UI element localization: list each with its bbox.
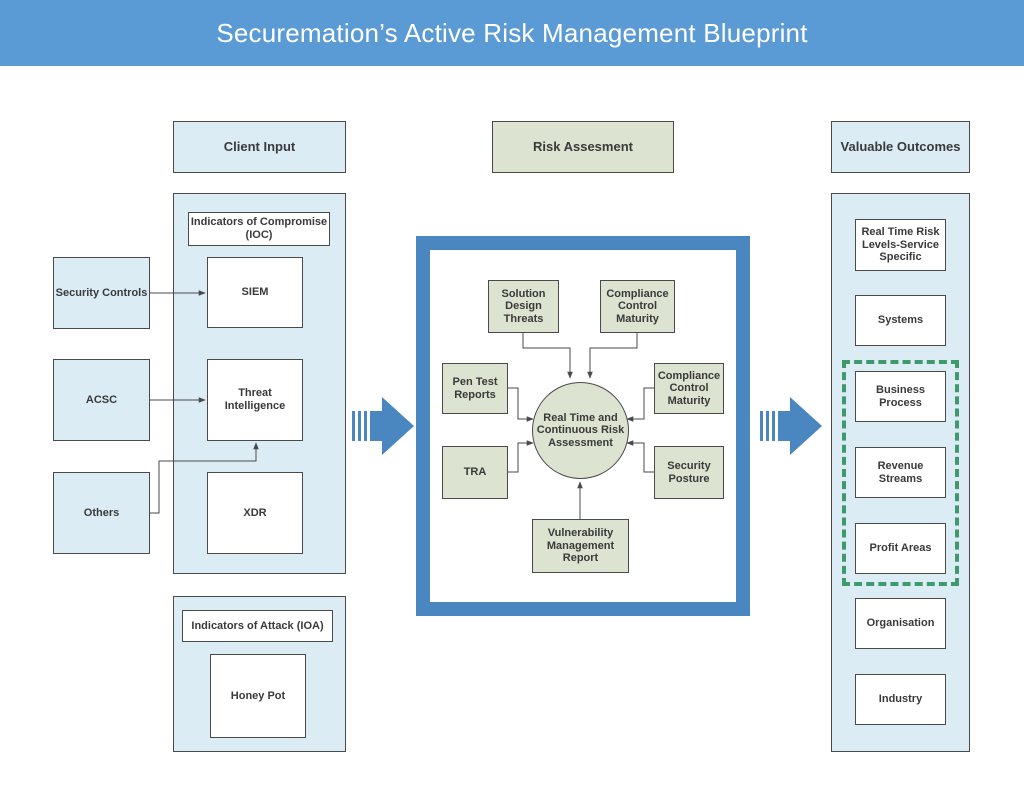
outcome-revenue-streams: Revenue Streams xyxy=(855,447,946,498)
connector-compliance-top xyxy=(587,333,638,379)
source-security-controls: Security Controls xyxy=(53,257,150,329)
title-banner: Securemation’s Active Risk Management Bl… xyxy=(0,0,1024,66)
page-title: Securemation’s Active Risk Management Bl… xyxy=(216,17,808,48)
input-pen-test-reports: Pen Test Reports xyxy=(442,363,508,414)
flow-arrow-right xyxy=(760,397,822,455)
input-compliance-control-maturity-right: Compliance Control Maturity xyxy=(654,363,724,414)
risk-assessment-center: Real Time and Continuous Risk Assessment xyxy=(532,382,629,479)
valuable-outcomes-header: Valuable Outcomes xyxy=(831,121,970,173)
input-tra: TRA xyxy=(442,446,508,499)
client-input-header: Client Input xyxy=(173,121,346,173)
input-compliance-control-maturity-top: Compliance Control Maturity xyxy=(600,280,675,333)
connector-others-threat-intelligence xyxy=(150,442,259,514)
outcome-organisation: Organisation xyxy=(855,598,946,649)
ioc-label: Indicators of Compromise (IOC) xyxy=(188,212,330,246)
outcome-industry: Industry xyxy=(855,674,946,725)
connector-compliance-right xyxy=(626,387,654,422)
connector-tra xyxy=(508,440,534,473)
connector-security-posture xyxy=(626,440,654,473)
input-security-posture: Security Posture xyxy=(654,446,724,499)
ioc-siem: SIEM xyxy=(207,257,303,328)
input-solution-design-threats: Solution Design Threats xyxy=(488,280,559,333)
flow-arrow-left xyxy=(352,397,414,455)
ioa-honey-pot: Honey Pot xyxy=(210,654,306,738)
ioc-threat-intelligence: Threat Intelligence xyxy=(207,359,303,441)
source-acsc: ACSC xyxy=(53,359,150,441)
outcome-systems: Systems xyxy=(855,295,946,346)
input-vulnerability-management-report: Vulnerability Management Report xyxy=(532,519,629,573)
risk-assessment-header: Risk Assesment xyxy=(492,121,674,173)
outcome-business-process: Business Process xyxy=(855,371,946,422)
connector-pen-test xyxy=(508,387,534,422)
business-outcomes-group xyxy=(842,360,959,586)
outcome-real-time-risk-levels: Real Time Risk Levels-Service Specific xyxy=(855,219,946,271)
connector-solution-design xyxy=(522,333,573,379)
ioa-label: Indicators of Attack (IOA) xyxy=(182,610,333,642)
outcome-profit-areas: Profit Areas xyxy=(855,523,946,574)
ioc-xdr: XDR xyxy=(207,472,303,554)
source-others: Others xyxy=(53,472,150,554)
